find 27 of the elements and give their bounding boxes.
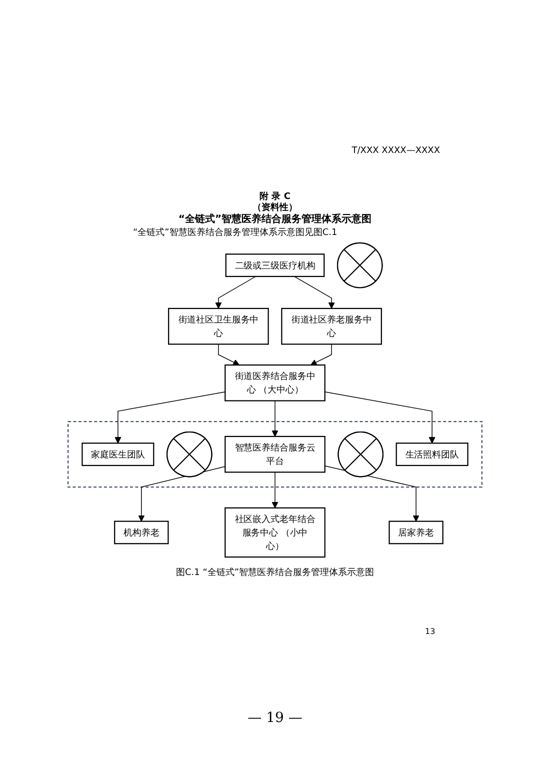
caption: 图C.1 “全链式”智慧医养结合服务管理体系示意图 [174, 566, 376, 579]
node-box: 二级或三级医疗机构 [225, 254, 325, 278]
arrow [218, 344, 240, 366]
cluster [68, 421, 482, 488]
document-code: T/XXX XXXX—XXXX [352, 146, 440, 156]
arrow [114, 391, 226, 444]
node-box: 街道社区养老服务中心 [281, 308, 382, 345]
node-box: 机构养老 [114, 520, 169, 544]
node-box: 社区嵌入式老年结合服务中心 （小中心） [224, 507, 326, 558]
node-box: 街道医养结合服务中心 （大中心） [224, 364, 326, 402]
intro-text: “全链式”智慧医养结合服务管理体系示意图见图C.1 [133, 226, 338, 239]
page-number: — 19 — [246, 710, 304, 726]
node-box: 生活照料团队 [396, 442, 468, 466]
arrow [272, 472, 278, 508]
arrow [310, 344, 332, 366]
title: “全链式”智慧医养结合服务管理体系示意图 [177, 212, 373, 226]
arrow [294, 276, 335, 309]
node-box: 街道社区卫生服务中心 [168, 308, 269, 345]
arrow [324, 391, 436, 444]
arrow [215, 276, 256, 309]
node-box: 居家养老 [388, 520, 444, 544]
page-number: 13 [425, 627, 436, 636]
node-box: 智慧医养结合服务云平台 [224, 436, 326, 473]
appendix-type: （资料性） [252, 201, 298, 213]
node-box: 家庭医生团队 [82, 442, 154, 466]
arrow [272, 400, 278, 437]
appendix-heading: 附 录 C [258, 190, 292, 202]
